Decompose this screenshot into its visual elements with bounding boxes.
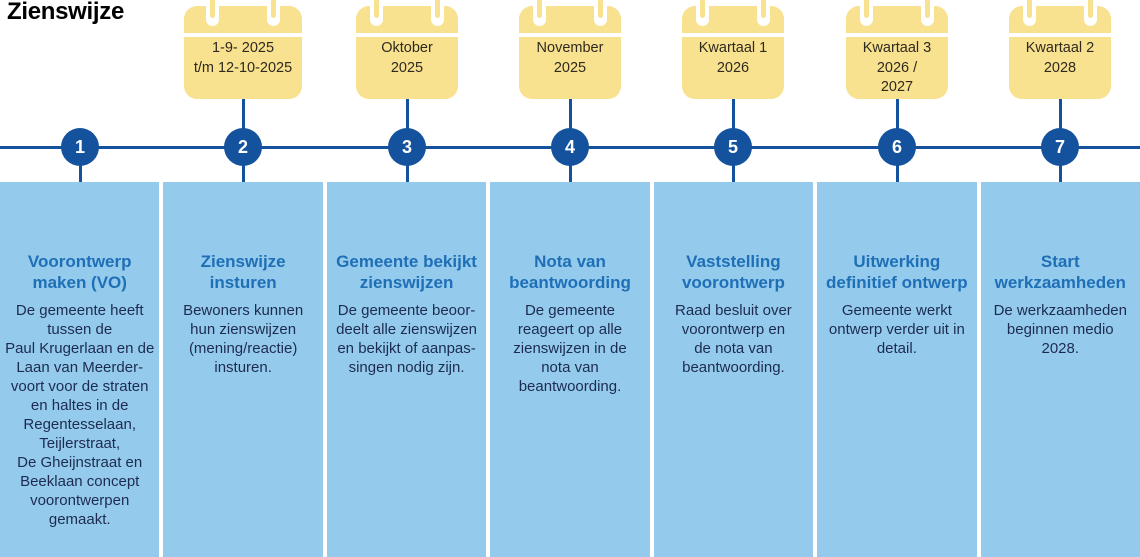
calendar-ring-icon xyxy=(533,0,546,26)
steps-row: Voorontwerp maken (VO) De gemeente heeft… xyxy=(0,182,1140,557)
calendar-body xyxy=(184,6,302,99)
step-number-badge: 6 xyxy=(878,128,916,166)
step-body: De werkzaamheden beginnen medio 2028. xyxy=(993,302,1127,357)
step-number-badge: 4 xyxy=(551,128,589,166)
calendar-date-label: 1-9- 2025 t/m 12-10-2025 xyxy=(193,40,293,76)
step-body: Bewoners kunnen hun zienswijzen (mening/… xyxy=(183,302,304,376)
calendar-ring-icon xyxy=(594,0,607,26)
calendar-card: November 2025 xyxy=(519,0,621,99)
calendar-divider xyxy=(519,33,621,37)
step-heading: Uitwerking definitief ontwerp xyxy=(826,252,968,292)
step-heading: Gemeente bekijkt zienswijzen xyxy=(336,252,477,292)
step-panel-6: Uitwerking definitief ontwerp Gemeente w… xyxy=(817,182,977,557)
calendar-divider xyxy=(682,33,784,37)
calendar-date-label: Kwartaal 2 2028 xyxy=(1025,40,1095,76)
calendar-date-label: November 2025 xyxy=(536,40,604,76)
calendar-ring-icon xyxy=(206,0,219,26)
calendar-card: Oktober 2025 xyxy=(356,0,458,99)
step-heading: Voorontwerp maken (VO) xyxy=(27,252,132,292)
calendar-divider xyxy=(184,33,302,37)
step-panel-4: Nota van beantwoording De gemeente reage… xyxy=(490,182,650,557)
calendar-ring-icon xyxy=(1084,0,1097,26)
calendar-date-label: Oktober 2025 xyxy=(381,40,433,76)
calendar-divider xyxy=(356,33,458,37)
calendar-divider xyxy=(846,33,948,37)
step-body: De gemeente beoor- deelt alle zienswijze… xyxy=(336,302,478,376)
step-heading: Nota van beantwoording xyxy=(509,252,631,292)
step-body: Raad besluit over voorontwerp en de nota… xyxy=(675,302,792,376)
calendar-date-label: Kwartaal 3 2026 / 2027 xyxy=(862,40,932,95)
calendar-ring-icon xyxy=(757,0,770,26)
calendar-card: Kwartaal 2 2028 xyxy=(1009,0,1111,99)
step-heading: Start werkzaamheden xyxy=(994,252,1126,292)
page-title: Zienswijze xyxy=(7,0,125,25)
step-body: Gemeente werkt ontwerp verder uit in det… xyxy=(828,302,965,357)
calendar-ring-icon xyxy=(921,0,934,26)
step-body: De gemeente reageert op alle zienswijzen… xyxy=(513,302,627,395)
calendar-card: Kwartaal 1 2026 xyxy=(682,0,784,99)
calendar-ring-icon xyxy=(370,0,383,26)
step-heading: Vaststelling voorontwerp xyxy=(681,252,785,292)
calendar-ring-icon xyxy=(860,0,873,26)
calendar-card: 1-9- 2025 t/m 12-10-2025 xyxy=(184,0,302,99)
step-body: De gemeente heeft tussen de Paul Krugerl… xyxy=(5,302,155,528)
calendar-divider xyxy=(1009,33,1111,37)
step-panel-5: Vaststelling voorontwerp Raad besluit ov… xyxy=(653,182,814,557)
connector-line xyxy=(78,147,82,208)
calendar-ring-icon xyxy=(431,0,444,26)
step-number-badge: 1 xyxy=(61,128,99,166)
calendar-ring-icon xyxy=(1023,0,1036,26)
step-number-badge: 5 xyxy=(714,128,752,166)
step-heading: Zienswijze insturen xyxy=(200,252,286,292)
step-number-badge: 2 xyxy=(224,128,262,166)
calendar-ring-icon xyxy=(267,0,280,26)
calendar-ring-icon xyxy=(696,0,709,26)
step-number-badge: 3 xyxy=(388,128,426,166)
step-panel-3: Gemeente bekijkt zienswijzen De gemeente… xyxy=(326,182,487,557)
step-panel-7: Start werkzaamheden De werkzaamheden beg… xyxy=(980,182,1140,557)
step-number-badge: 7 xyxy=(1041,128,1079,166)
step-panel-1: Voorontwerp maken (VO) De gemeente heeft… xyxy=(0,182,160,557)
step-panel-2: Zienswijze insturen Bewoners kunnen hun … xyxy=(163,182,323,557)
calendar-date-label: Kwartaal 1 2026 xyxy=(698,40,768,76)
calendar-card: Kwartaal 3 2026 / 2027 xyxy=(846,0,948,99)
